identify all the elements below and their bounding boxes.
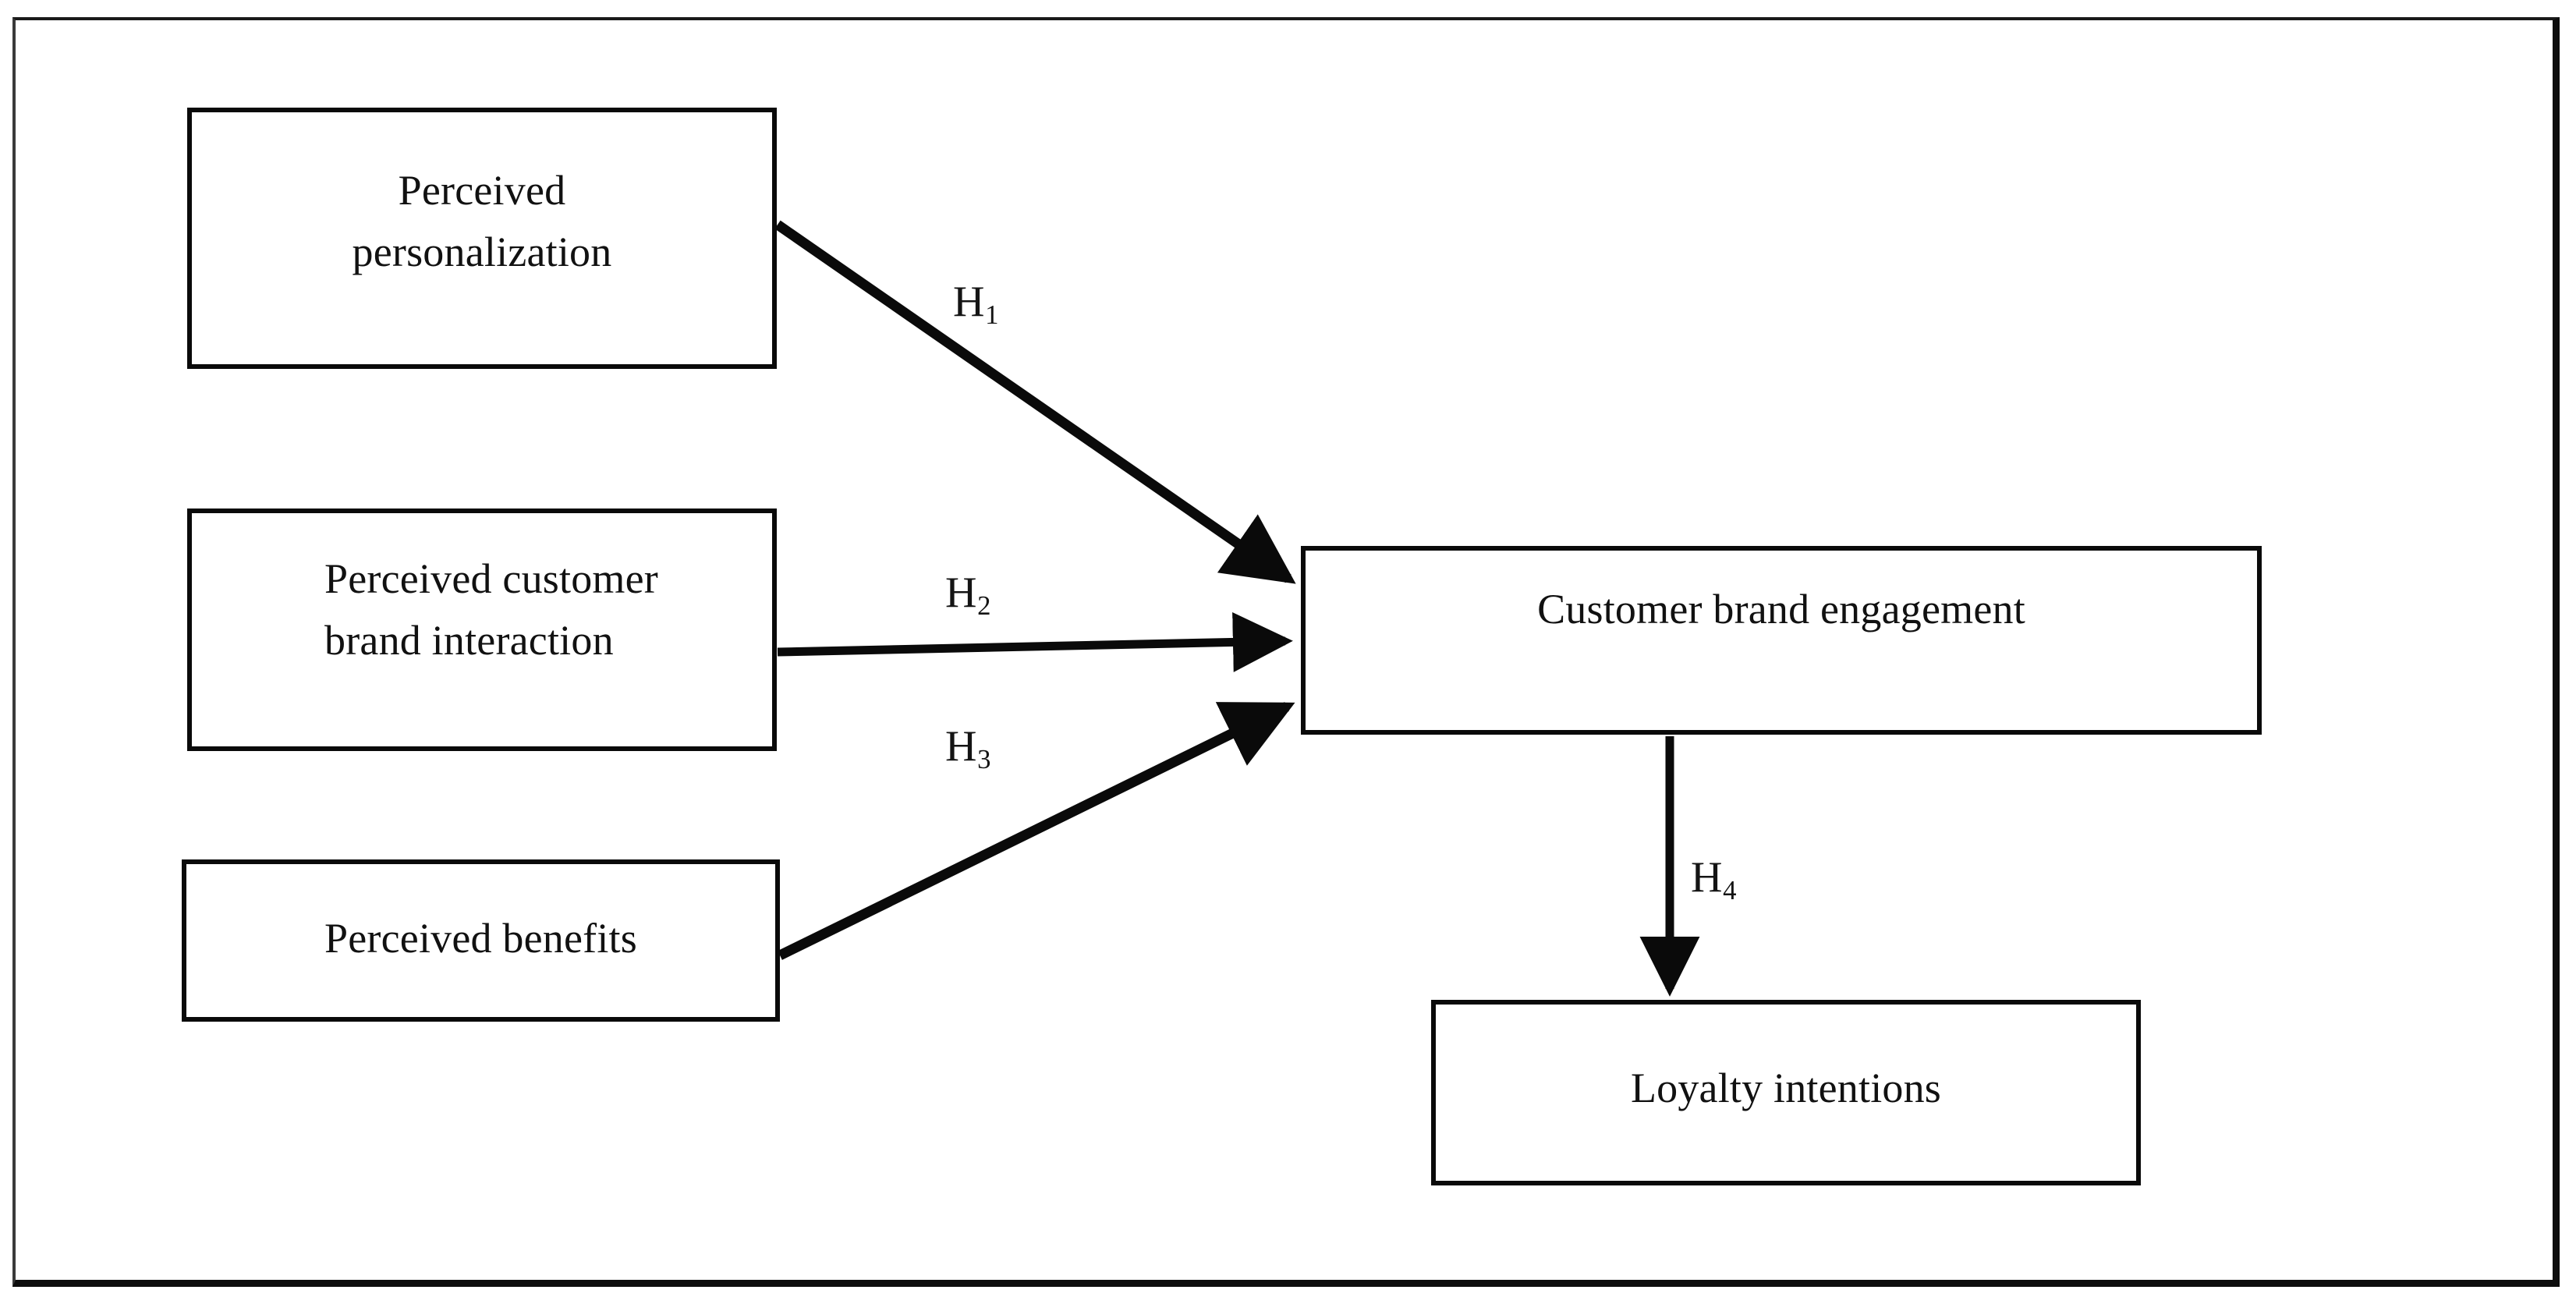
hypothesis-h1-subscript: 1 [985,299,999,330]
node-customer-brand-engagement[interactable]: Customer brand engagement [1301,546,2262,735]
node-loyalty-intentions[interactable]: Loyalty intentions [1431,1000,2141,1185]
hypothesis-h2-prefix: H [945,569,977,617]
node-label-perceived-customer-brand-interaction: Perceived customer brand interaction [324,555,658,664]
node-perceived-benefits[interactable]: Perceived benefits [182,859,780,1022]
node-label-perceived-benefits: Perceived benefits [324,914,637,962]
node-label-perceived-personalization: Perceived personalization [352,167,612,275]
hypothesis-label-h3: H3 [945,721,991,774]
hypothesis-label-h4: H4 [1691,852,1737,905]
hypothesis-label-h1: H1 [953,277,999,330]
node-perceived-customer-brand-interaction[interactable]: Perceived customer brand interaction [187,508,777,751]
hypothesis-h3-prefix: H [945,722,977,771]
hypothesis-label-h2: H2 [945,568,991,621]
node-label-loyalty-intentions: Loyalty intentions [1630,1064,1942,1111]
hypothesis-h4-subscript: 4 [1723,874,1737,905]
node-perceived-personalization[interactable]: Perceived personalization [187,108,777,369]
hypothesis-h3-subscript: 3 [977,743,991,774]
hypothesis-h4-prefix: H [1691,853,1723,902]
hypothesis-h1-prefix: H [953,278,985,326]
figure-outer-border [12,17,2560,1287]
hypothesis-h2-subscript: 2 [977,590,991,621]
node-label-customer-brand-engagement: Customer brand engagement [1537,585,2025,633]
